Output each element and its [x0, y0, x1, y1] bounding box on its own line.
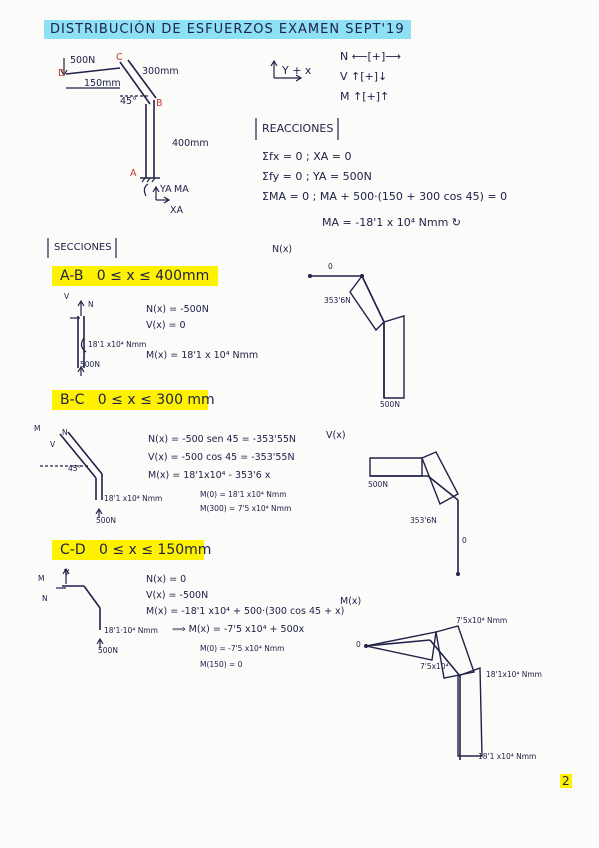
reactions-heading: REACCIONES — [262, 122, 334, 135]
fbd-label: N — [42, 594, 48, 603]
fbd-cd — [56, 567, 104, 648]
fbd-label: V — [64, 292, 70, 301]
reaction-line: ΣMA = 0 ; MA + 500·(150 + 300 cos 45) = … — [262, 190, 508, 203]
fbd-label: 500N — [80, 360, 100, 369]
fbd-label: M — [34, 424, 41, 433]
section-range: 0 ≤ x ≤ 300 mm — [97, 392, 215, 408]
diagram-value: 353'6N — [324, 296, 351, 305]
diagram-value: 0 — [356, 640, 361, 649]
m-diagram — [364, 625, 483, 760]
reaction-line: Σfx = 0 ; XA = 0 — [262, 150, 352, 163]
fbd-label: 500N — [98, 646, 118, 655]
fbd-label: M — [38, 574, 45, 583]
diagram-value: 7'5x10⁴ Nmm — [456, 616, 508, 625]
section-ab-header: A-B 0 ≤ x ≤ 400mm — [52, 266, 218, 286]
equation: V(x) = -500 cos 45 = -353'55N — [148, 452, 295, 463]
m-diagram-label: M(x) — [340, 596, 362, 607]
diagram-value: 500N — [380, 400, 400, 409]
fbd-bc — [40, 431, 103, 518]
equation: M(x) = -18'1 x10⁴ + 500·(300 cos 45 + x) — [146, 606, 345, 617]
sections-heading: SECCIONES — [54, 242, 112, 253]
load-label: 500N — [70, 55, 96, 66]
v-sign-rule: V ↑[+]↓ — [340, 70, 388, 83]
page-title: DISTRIBUCIÓN DE ESFUERZOS EXAMEN SEPT'19 — [44, 20, 411, 39]
diagram-value: 0 — [328, 262, 333, 271]
fbd-label: 18'1 x10⁴ Nmm — [88, 340, 147, 349]
v-diagram — [369, 451, 460, 576]
section-range: 0 ≤ x ≤ 400mm — [96, 268, 210, 284]
fbd-label: 45° — [68, 464, 82, 473]
reaction-result: MA = -18'1 x 10⁴ Nmm ↻ — [322, 216, 461, 229]
fbd-label: N — [88, 300, 94, 309]
n-diagram-label: N(x) — [272, 244, 293, 255]
n-diagram — [308, 274, 405, 399]
equation: ⟹ M(x) = -7'5 x10⁴ + 500x — [172, 624, 305, 635]
equation: M(x) = 18'1x10⁴ - 353'6 x — [148, 470, 271, 481]
fbd-label: 500N — [96, 516, 116, 525]
equation: V(x) = 0 — [146, 320, 186, 331]
diagram-value: 18'1 x10⁴ Nmm — [478, 752, 537, 761]
node-c-label: C — [116, 52, 123, 63]
section-name: B-C — [60, 392, 85, 408]
equation: V(x) = -500N — [146, 590, 209, 601]
fbd-label: 18'1 x10⁴ Nmm — [104, 494, 163, 503]
ma-arrow — [143, 183, 149, 197]
v-diagram-label: V(x) — [326, 430, 346, 441]
fbd-label: V — [50, 440, 56, 449]
angle-label: 45° — [120, 96, 137, 107]
evaluation: M(0) = -7'5 x10⁴ Nmm — [200, 644, 285, 653]
evaluation: M(300) = 7'5 x10⁴ Nmm — [200, 504, 292, 513]
diagram-value: 18'1x10⁴ Nmm — [486, 670, 542, 679]
node-d-label: D — [58, 68, 66, 79]
dim-150-label: 150mm — [84, 78, 121, 89]
axes-convention — [270, 59, 303, 82]
diagram-value: 353'6N — [410, 516, 437, 525]
page-number: 2 — [560, 774, 572, 788]
m-sign-rule: M ↑[+]↑ — [340, 90, 390, 103]
node-a-label: A — [130, 168, 137, 179]
section-name: C-D — [60, 542, 86, 558]
fbd-label: 18'1·10⁴ Nmm — [104, 626, 158, 635]
section-range: 0 ≤ x ≤ 150mm — [98, 542, 212, 558]
equation: N(x) = 0 — [146, 574, 187, 585]
evaluation: M(150) = 0 — [200, 660, 243, 669]
equation: N(x) = -500N — [146, 304, 209, 315]
beam-cb-inner — [127, 59, 157, 99]
diagram-value: 0 — [462, 536, 467, 545]
diagram-value: 7'5x10⁴ — [420, 662, 449, 671]
evaluation: M(0) = 18'1 x10⁴ Nmm — [200, 490, 287, 499]
section-bc-header: B-C 0 ≤ x ≤ 300 mm — [52, 390, 215, 410]
dim-300-label: 300mm — [142, 66, 179, 77]
beam-cd — [65, 67, 121, 75]
beam-cb-outer — [119, 61, 151, 105]
reaction-line: Σfy = 0 ; YA = 500N — [262, 170, 372, 183]
fbd-label: N — [62, 428, 68, 437]
axes-label: Y + x — [282, 64, 312, 77]
fbd-ab — [70, 299, 87, 376]
ya-label: YA — [160, 184, 172, 195]
fbd-label: V — [64, 568, 70, 577]
diagram-value: 500N — [368, 480, 388, 489]
node-b-label: B — [156, 98, 163, 109]
equation: M(x) = 18'1 x 10⁴ Nmm — [146, 350, 259, 361]
n-sign-rule: N ⟵[+]⟶ — [340, 50, 402, 63]
structure-figure — [60, 58, 171, 204]
dim-400-label: 400mm — [172, 138, 209, 149]
xa-label: XA — [170, 205, 184, 216]
section-cd-header: C-D 0 ≤ x ≤ 150mm — [52, 540, 211, 560]
equation: N(x) = -500 sen 45 = -353'55N — [148, 434, 297, 445]
ma-label: MA — [174, 184, 189, 195]
section-name: A-B — [60, 268, 84, 284]
